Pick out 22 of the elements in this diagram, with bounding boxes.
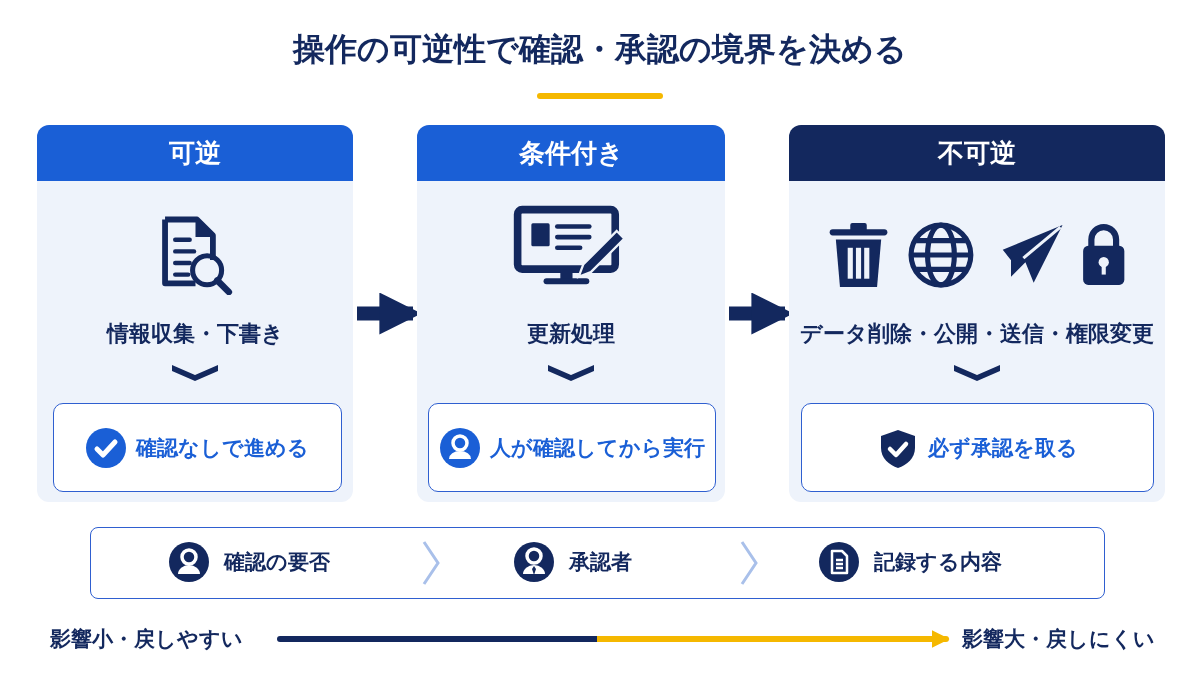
column-card (789, 125, 1165, 502)
result-text: 人が確認してから実行 (489, 434, 705, 462)
aspect-label: 記録する内容 (874, 549, 1002, 576)
result-box (53, 403, 342, 492)
column-card (37, 125, 353, 502)
card-text: データ削除・公開・送信・権限変更 (799, 320, 1155, 348)
card-heading: 不可逆 (938, 136, 1016, 170)
card-heading: 可逆 (169, 136, 221, 170)
card-heading: 条件付き (518, 136, 624, 170)
result-text: 必ず承認を取る (927, 434, 1078, 462)
title: 操作の可逆性で確認・承認の境界を決める (291, 29, 908, 70)
result-box (801, 403, 1154, 492)
arrow (277, 630, 950, 648)
scale-end-text: 影響大・戻しにくい (950, 624, 1155, 654)
column-card (417, 125, 725, 502)
scale-end-text: 影響小・戻しやすい (50, 624, 272, 654)
card-text: 情報収集・下書き (105, 320, 285, 348)
card-text: 更新処理 (526, 320, 616, 348)
result-box (428, 403, 716, 492)
aspect-label: 承認者 (569, 549, 632, 576)
aspect-label: 確認の要否 (224, 549, 330, 576)
result-text: 確認なしで進める (136, 434, 309, 462)
